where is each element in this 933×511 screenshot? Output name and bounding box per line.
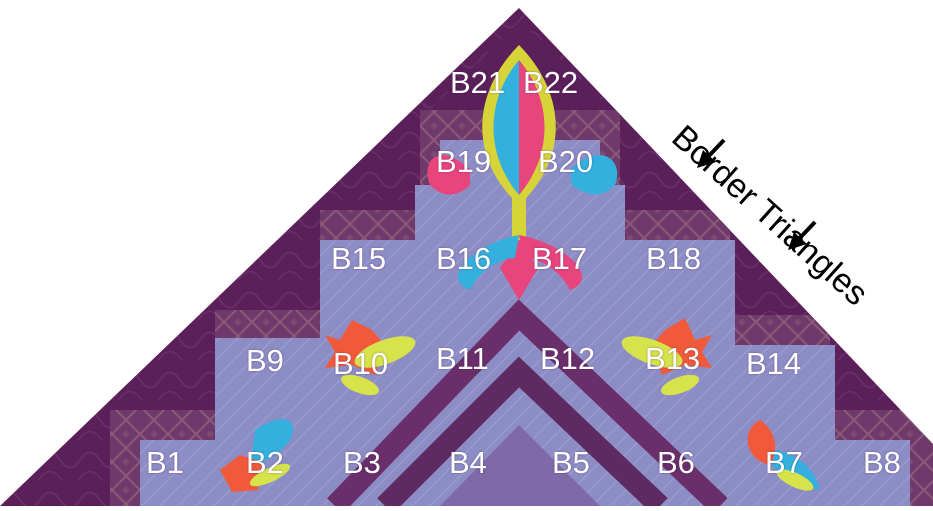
block-label-b22: B22 [523,66,578,100]
block-label-b14: B14 [746,347,801,381]
block-label-b20: B20 [538,145,593,179]
block-label-b15: B15 [331,242,386,276]
block-label-b1: B1 [146,446,184,480]
block-label-b5: B5 [552,446,590,480]
block-label-b12: B12 [540,342,595,376]
block-label-b6: B6 [657,446,695,480]
block-label-b21: B21 [450,66,505,100]
block-label-b2: B2 [246,446,284,480]
block-label-b16: B16 [436,242,491,276]
block-label-b4: B4 [449,446,487,480]
block-label-b9: B9 [246,344,284,378]
block-label-b8: B8 [863,446,901,480]
bud-stem [512,195,526,240]
block-label-b17: B17 [532,242,587,276]
block-label-b19: B19 [436,145,491,179]
block-label-b11: B11 [436,342,489,376]
block-label-b10: B10 [333,347,388,381]
block-label-b18: B18 [646,242,701,276]
block-label-b7: B7 [765,446,803,480]
block-label-b13: B13 [645,342,700,376]
block-label-b3: B3 [343,446,381,480]
